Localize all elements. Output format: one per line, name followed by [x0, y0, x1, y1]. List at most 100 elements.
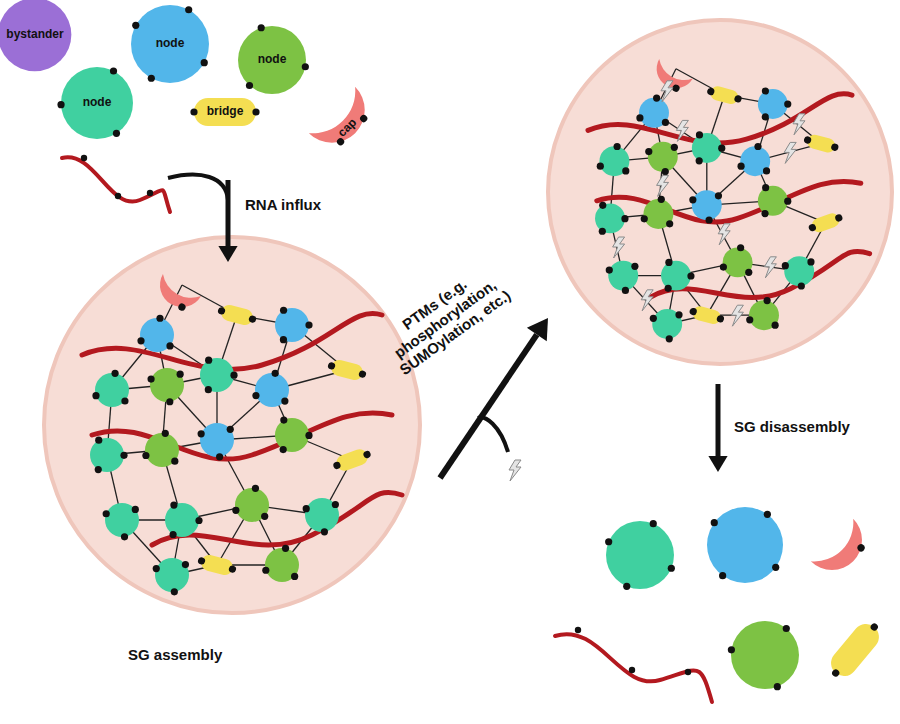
protein-circle — [599, 146, 629, 176]
binding-site — [358, 370, 367, 379]
binding-site — [622, 167, 629, 174]
rna-strand — [62, 157, 170, 212]
binding-site — [696, 157, 703, 164]
protein-circle — [595, 203, 625, 233]
binding-site — [662, 168, 669, 175]
binding-site — [705, 216, 712, 223]
rna-group — [82, 313, 402, 545]
node-label: node — [156, 37, 185, 50]
cap-node: cap — [296, 74, 368, 146]
binding-site — [662, 119, 669, 126]
node-label: bystander — [6, 28, 63, 41]
lightning-bolt — [613, 237, 625, 258]
protein-node: bystander — [0, 0, 72, 72]
binding-site — [57, 101, 64, 108]
binding-site — [614, 143, 621, 150]
lightning-bolt — [731, 305, 743, 326]
lightning-bolt — [784, 142, 796, 163]
binding-site — [227, 426, 234, 433]
protein-circle — [155, 558, 189, 592]
protein-circle — [608, 261, 638, 291]
rna-strand — [92, 413, 392, 459]
lightning-bolt — [661, 81, 673, 102]
cap-protein — [811, 519, 875, 583]
binding-site — [658, 196, 665, 203]
binding-site — [217, 306, 226, 315]
merge-curve — [168, 175, 228, 200]
binding-site — [622, 287, 629, 294]
binding-site — [169, 531, 176, 538]
binding-site — [197, 556, 206, 565]
cap-protein — [152, 274, 201, 316]
bridge-protein — [706, 84, 744, 107]
arrow-head — [218, 246, 237, 262]
node-outline — [281, 59, 383, 161]
rna-group — [588, 94, 870, 298]
binding-site — [830, 143, 839, 152]
binding-site — [599, 202, 606, 209]
stage-label: SG disassembly — [734, 418, 894, 436]
merge-curve — [478, 417, 508, 452]
binding-site — [182, 561, 189, 568]
protein-circle — [255, 373, 289, 407]
binding-site — [599, 228, 606, 235]
binding-site — [685, 669, 691, 675]
binding-site — [280, 336, 287, 343]
bridge-shape — [219, 303, 254, 327]
binding-site — [798, 282, 805, 289]
node-circle — [131, 5, 209, 83]
protein-circle — [200, 358, 234, 392]
node-circle — [0, 0, 72, 72]
binding-site — [645, 148, 652, 155]
binding-site — [327, 361, 336, 370]
binding-site — [252, 485, 259, 492]
node-label: bridge — [207, 105, 244, 118]
binding-site — [689, 307, 698, 316]
binding-site — [665, 259, 672, 266]
arrow-shaft — [226, 180, 231, 246]
cap-group — [309, 87, 378, 156]
protein-circle — [707, 507, 783, 583]
binding-site — [636, 114, 643, 121]
binding-site — [120, 452, 127, 459]
rna-strand — [597, 181, 861, 222]
binding-site — [671, 144, 678, 151]
binding-site — [305, 432, 312, 439]
binding-site — [606, 267, 613, 274]
bridge-shape — [826, 619, 884, 682]
binding-site — [762, 113, 769, 120]
binding-site — [162, 430, 169, 437]
rna-strand — [650, 251, 870, 297]
binding-site — [153, 565, 160, 572]
binding-site — [719, 572, 726, 579]
stage-label: RNA influx — [245, 196, 365, 214]
binding-site — [216, 453, 223, 460]
protein-circle — [639, 98, 669, 128]
binding-site — [716, 314, 725, 323]
binding-site — [95, 466, 102, 473]
binding-site — [803, 136, 812, 145]
protein-circle — [784, 256, 814, 286]
binding-site — [156, 315, 163, 322]
protein-circle — [758, 89, 788, 119]
binding-site — [95, 437, 102, 444]
binding-site — [666, 335, 673, 342]
protein-circle — [305, 498, 339, 532]
binding-site — [103, 510, 110, 517]
bridge-shape — [806, 133, 837, 154]
binding-site — [761, 210, 768, 217]
node-circle — [61, 67, 133, 139]
protein-circle — [692, 133, 722, 163]
lightning-bolt — [509, 460, 521, 481]
binding-site — [291, 573, 298, 580]
protein-circle — [150, 368, 184, 402]
node-circle — [238, 26, 306, 94]
binding-site — [783, 625, 790, 632]
protein-circle — [200, 423, 234, 457]
binding-site — [195, 517, 202, 524]
binding-site — [687, 272, 694, 279]
rna-strand — [555, 634, 712, 702]
binding-site — [262, 567, 269, 574]
